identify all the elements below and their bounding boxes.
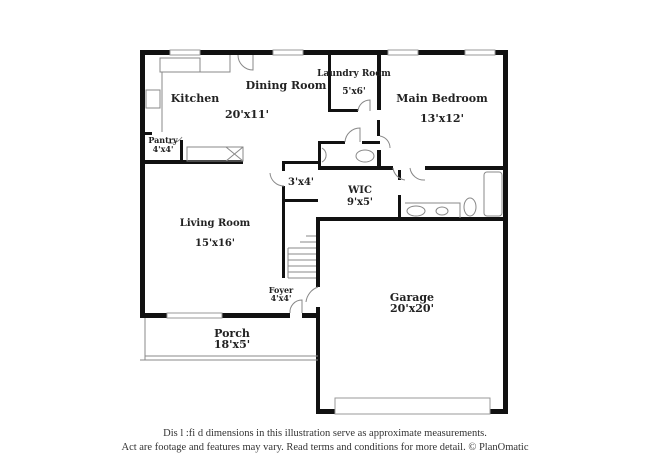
porch-dims: 18'x5' [214, 338, 250, 351]
foyer-label: Foyer [269, 285, 294, 295]
main-bedroom-label: Main Bedroom [396, 92, 488, 105]
pantry-label: Pantry [148, 135, 178, 145]
windows [166, 49, 496, 415]
bathtub-icon [483, 171, 503, 217]
porch-label: Porch [214, 327, 250, 340]
main-bedroom-dims: 13'x12' [420, 112, 464, 125]
garage-dims: 20'x20' [390, 302, 434, 315]
door [379, 135, 391, 149]
wic-label: WIC [347, 185, 372, 196]
stove-icon [145, 89, 161, 109]
disclaimer-line-1: Dis l :fi d dimensions in this illustrat… [163, 428, 487, 439]
door [392, 167, 406, 181]
pantry-dims: 4'x4' [153, 144, 174, 154]
kitchen-label: Kitchen [171, 92, 220, 105]
disclaimer-line-2: Act are footage and features may vary. R… [121, 442, 529, 453]
door [344, 127, 361, 143]
dining-label: Dining Room [246, 79, 327, 92]
door [237, 54, 254, 71]
front-door [289, 299, 303, 314]
door [269, 172, 285, 187]
door [357, 99, 371, 112]
door [305, 286, 319, 303]
fixtures [140, 54, 503, 361]
door [409, 167, 426, 181]
toilet-icon [463, 197, 477, 217]
door [167, 136, 183, 144]
stairs [287, 235, 316, 279]
living-label: Living Room [180, 218, 251, 229]
sink-icon [406, 205, 426, 217]
garage-label: Garage [390, 291, 434, 304]
dining-dims: 20'x11' [225, 108, 269, 121]
porch-outline [140, 318, 318, 361]
laundry-dims: 5'x6' [342, 87, 365, 97]
living-dims: 15'x16' [195, 238, 235, 249]
toilet-icon [355, 149, 375, 163]
counter [161, 55, 231, 132]
foyer-dims: 4'x4' [271, 293, 292, 303]
sink-icon [159, 57, 201, 73]
sink-icon [321, 147, 327, 163]
wic-dims: 9'x5' [347, 197, 373, 208]
laundry-label: Laundry Room [317, 69, 391, 79]
closet-dims: 3'x4' [288, 177, 314, 188]
